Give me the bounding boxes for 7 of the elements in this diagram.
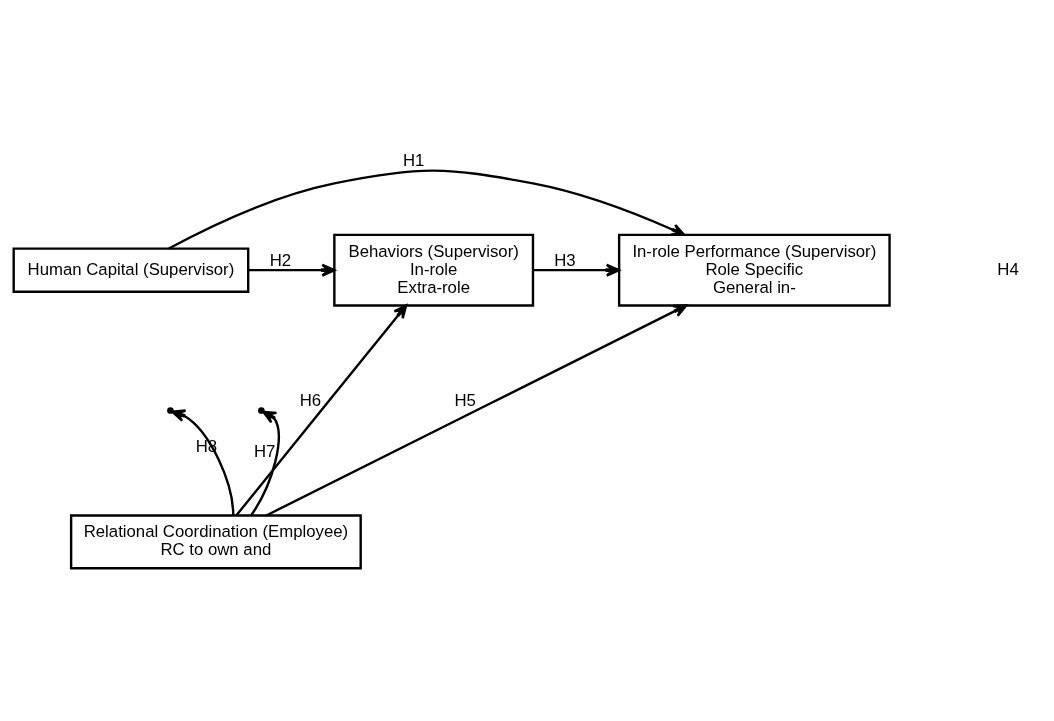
edge-label: H2 [269, 250, 292, 270]
edge-label: H1 [402, 151, 425, 171]
edge-label: H6 [299, 390, 322, 410]
edge-label: H3 [554, 250, 576, 270]
edge-label: H7 [253, 441, 276, 461]
edge-label: H5 [454, 391, 476, 411]
label: H4 [997, 259, 1019, 279]
